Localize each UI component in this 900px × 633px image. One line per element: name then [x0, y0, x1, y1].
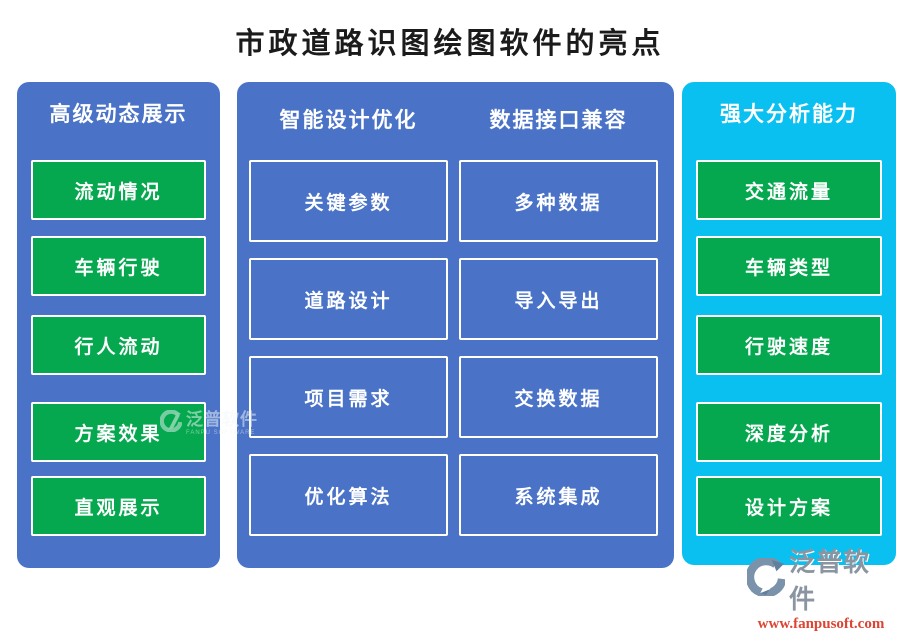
- feature-item: 车辆类型: [696, 236, 882, 296]
- feature-item: 行驶速度: [696, 315, 882, 375]
- column-header: 智能设计优化: [279, 109, 418, 132]
- page-title: 市政道路识图绘图软件的亮点: [235, 28, 665, 60]
- feature-item: 系统集成: [459, 454, 658, 536]
- feature-item: 交换数据: [459, 356, 658, 438]
- feature-item: 车辆行驶: [31, 236, 206, 296]
- column-header: 数据接口兼容: [489, 109, 628, 132]
- feature-item: 设计方案: [696, 476, 882, 536]
- feature-item: 行人流动: [31, 315, 206, 375]
- feature-item: 多种数据: [459, 160, 658, 242]
- brand-website: www.fanpusoft.com: [757, 616, 885, 632]
- panel-item-list: 流动情况 车辆行驶 行人流动 方案效果 直观展示: [17, 128, 220, 536]
- panel-header: 强大分析能力: [720, 103, 858, 126]
- panel-header: 高级动态展示: [49, 103, 188, 126]
- feature-item: 优化算法: [249, 454, 448, 536]
- panel-item-list: 交通流量 车辆类型 行驶速度 深度分析 设计方案: [682, 128, 896, 536]
- feature-item: 交通流量: [696, 160, 882, 220]
- brand-logo: 泛普软件 www.fanpusoft.com: [745, 542, 895, 633]
- panel-analysis-capability: 强大分析能力 交通流量 车辆类型 行驶速度 深度分析 设计方案: [682, 82, 896, 565]
- feature-item: 流动情况: [31, 160, 206, 220]
- feature-item: 道路设计: [249, 258, 448, 340]
- panel-design-and-data: 智能设计优化 关键参数 道路设计 项目需求 优化算法 数据接口兼容 多种数据 导…: [237, 82, 674, 568]
- feature-item: 项目需求: [249, 356, 448, 438]
- brand-name: 泛普软件: [789, 547, 871, 614]
- feature-item: 深度分析: [696, 402, 882, 462]
- feature-item: 方案效果: [31, 402, 206, 462]
- column-smart-design: 智能设计优化 关键参数 道路设计 项目需求 优化算法: [249, 108, 448, 536]
- panel-advanced-dynamic-display: 高级动态展示 流动情况 车辆行驶 行人流动 方案效果 直观展示: [17, 82, 220, 568]
- middle-columns: 智能设计优化 关键参数 道路设计 项目需求 优化算法 数据接口兼容 多种数据 导…: [237, 82, 674, 536]
- feature-item: 直观展示: [31, 476, 206, 536]
- feature-item: 导入导出: [459, 258, 658, 340]
- brand-row: 泛普软件: [745, 542, 895, 616]
- column-data-interface: 数据接口兼容 多种数据 导入导出 交换数据 系统集成: [459, 108, 658, 536]
- feature-item: 关键参数: [249, 160, 448, 242]
- fanpu-logo-icon: [745, 556, 787, 601]
